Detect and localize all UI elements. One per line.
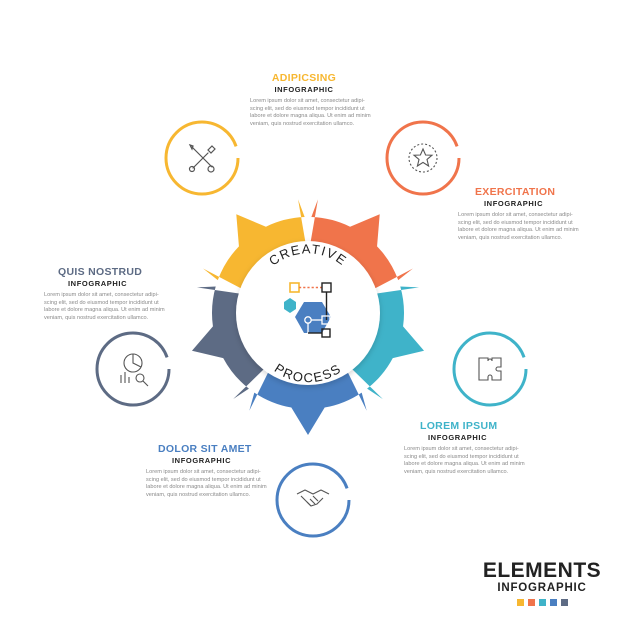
brand-swatch (549, 599, 557, 606)
step-label-exercitation: EXERCITATION INFOGRAPHIC Lorem ipsum dol… (458, 186, 579, 242)
step-label-dolor-sit-amet: DOLOR SIT AMET INFOGRAPHIC Lorem ipsum d… (146, 443, 267, 499)
step-body: Lorem ipsum dolor sit amet, consectetur … (44, 292, 165, 321)
step-label-adipicsing: ADIPICSING INFOGRAPHIC Lorem ipsum dolor… (248, 72, 371, 128)
step-title: DOLOR SIT AMET (158, 443, 252, 455)
ring-segment (203, 199, 306, 290)
process-flow-icon (284, 282, 332, 338)
ring-segment (351, 286, 425, 400)
brand-title: ELEMENTS (482, 559, 602, 582)
step-body: Lorem ipsum dolor sit amet, consectetur … (146, 469, 267, 498)
step-circle (385, 120, 461, 196)
tools-icon (188, 143, 216, 173)
step-subtitle: INFOGRAPHIC (68, 279, 128, 288)
step-subtitle: INFOGRAPHIC (484, 199, 544, 208)
ring-segment (310, 199, 413, 290)
step-subtitle: INFOGRAPHIC (172, 456, 232, 465)
brand-swatch (538, 599, 546, 606)
ring-segments (191, 199, 425, 435)
brand-swatch (516, 599, 524, 606)
step-title: QUIS NOSTRUD (58, 266, 143, 278)
step-circle (164, 120, 240, 196)
brand-swatches (472, 599, 612, 606)
handshake-icon (296, 489, 330, 507)
step-label-lorem-ipsum: LOREM IPSUM INFOGRAPHIC Lorem ipsum dolo… (404, 420, 525, 476)
step-body: Lorem ipsum dolor sit amet, consectetur … (404, 446, 525, 475)
step-circle (452, 331, 528, 407)
brand-subtitle: INFOGRAPHIC (497, 582, 587, 594)
step-title: LOREM IPSUM (420, 420, 498, 432)
step-circle (275, 462, 351, 538)
step-subtitle: INFOGRAPHIC (428, 433, 488, 442)
step-label-quis-nostrud: QUIS NOSTRUD INFOGRAPHIC Lorem ipsum dol… (44, 266, 165, 322)
brand-logo: ELEMENTS INFOGRAPHIC (472, 560, 612, 606)
chart-magnifier-icon (120, 353, 149, 387)
step-title: ADIPICSING (271, 72, 337, 84)
brand-swatch (560, 599, 568, 606)
ring-segment (249, 371, 367, 435)
step-body: Lorem ipsum dolor sit amet, consectetur … (250, 98, 371, 127)
step-title: EXERCITATION (475, 186, 556, 198)
step-body: Lorem ipsum dolor sit amet, consectetur … (458, 212, 579, 241)
ring-segment (191, 286, 265, 400)
puzzle-icon (478, 357, 502, 381)
step-circle (95, 331, 171, 407)
star-badge-icon (408, 143, 438, 173)
brand-swatch (527, 599, 535, 606)
step-subtitle: INFOGRAPHIC (274, 85, 334, 94)
